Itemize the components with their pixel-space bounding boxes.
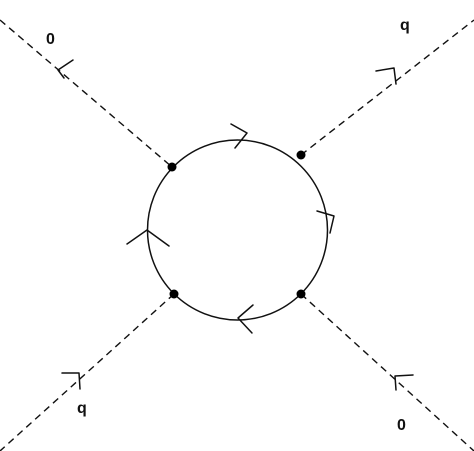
leg-bottom-left-arrow [61, 372, 81, 390]
loop-arrow-top [230, 123, 248, 149]
leg-bottom-right-arrow [394, 374, 414, 391]
loop-arrow-bottom [237, 304, 254, 334]
loop-arrow-right [316, 210, 335, 234]
leg-top-left-line [0, 19, 173, 168]
vertex-bottom-left [169, 289, 179, 299]
leg-bottom-left-label: q [77, 400, 87, 417]
leg-top-right-arrow [375, 67, 397, 85]
leg-top-right-label: q [400, 17, 410, 34]
leg-top-left-label: 0 [46, 31, 55, 48]
vertex-top-right [296, 150, 306, 160]
leg-bottom-right-label: 0 [397, 417, 406, 434]
leg-top-left-arrow [57, 59, 74, 79]
loop-arrow-left [126, 229, 170, 247]
leg-bottom-right-line [300, 293, 474, 451]
leg-top-right-line [300, 19, 474, 156]
vertex-bottom-right [296, 289, 306, 299]
vertex-top-left [167, 162, 177, 172]
leg-bottom-left-line [0, 293, 175, 451]
